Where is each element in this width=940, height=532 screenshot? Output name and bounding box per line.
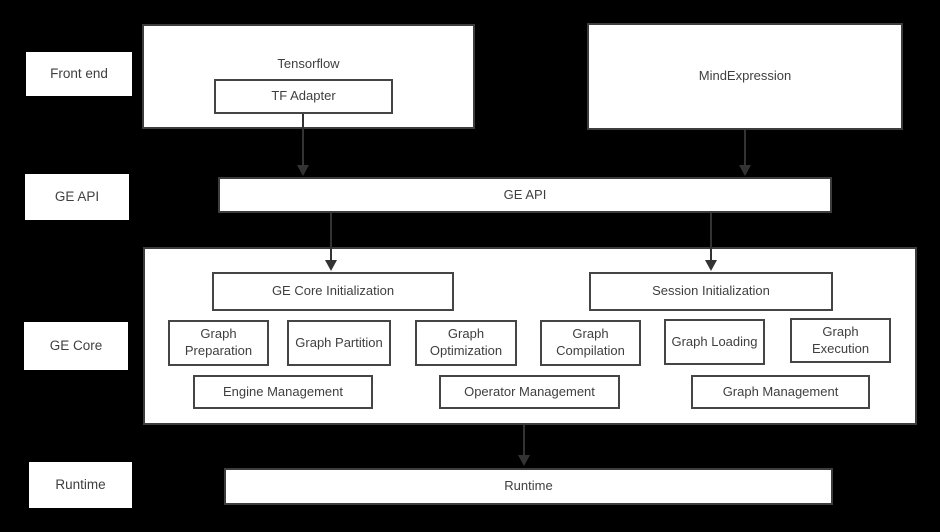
ge-core-initialization-label: GE Core Initialization <box>271 283 395 299</box>
arrow-line <box>302 114 304 165</box>
ge-core-box: GE Core Initialization Session Initializ… <box>143 247 917 425</box>
engine-management-label: Engine Management <box>223 383 343 399</box>
graph-loading-box: Graph Loading <box>664 319 765 365</box>
operator-management-box: Operator Management <box>439 375 620 409</box>
graph-execution-label: Graph Execution <box>811 323 870 356</box>
mindexpression-label: MindExpression <box>698 68 792 84</box>
side-label-ge-api-text: GE API <box>54 189 100 205</box>
arrow-head <box>325 260 337 271</box>
session-initialization-box: Session Initialization <box>589 272 833 311</box>
arrow-line <box>523 425 525 455</box>
graph-partition-label: Graph Partition <box>295 334 383 350</box>
arrow-head <box>705 260 717 271</box>
ge-api-bar: GE API <box>218 177 832 213</box>
ge-api-bar-label: GE API <box>503 186 547 202</box>
tensorflow-box: Tensorflow TF Adapter <box>142 24 475 129</box>
graph-management-box: Graph Management <box>691 375 870 409</box>
side-label-front-end-text: Front end <box>50 66 108 82</box>
tf-adapter-box: TF Adapter <box>214 79 393 114</box>
runtime-bar-label: Runtime <box>504 478 553 494</box>
side-label-front-end: Front end <box>26 52 132 96</box>
side-label-runtime: Runtime <box>29 462 132 508</box>
graph-management-label: Graph Management <box>722 383 839 399</box>
ge-core-initialization-box: GE Core Initialization <box>212 272 454 311</box>
arrow-line <box>710 213 712 260</box>
mindexpression-box: MindExpression <box>587 23 903 130</box>
tensorflow-label: Tensorflow <box>277 56 340 71</box>
graph-compilation-box: Graph Compilation <box>540 320 641 366</box>
graph-partition-box: Graph Partition <box>287 320 391 366</box>
arrow-head <box>739 165 751 176</box>
graph-execution-box: Graph Execution <box>790 318 891 363</box>
arrow-head <box>297 165 309 176</box>
operator-management-label: Operator Management <box>464 383 595 399</box>
side-label-runtime-text: Runtime <box>55 477 106 493</box>
side-label-ge-core: GE Core <box>24 322 128 370</box>
engine-management-box: Engine Management <box>193 375 373 409</box>
graph-preparation-label: Graph Preparation <box>184 326 253 358</box>
graph-optimization-box: Graph Optimization <box>415 320 517 366</box>
tf-adapter-label: TF Adapter <box>271 88 336 104</box>
side-label-ge-api: GE API <box>25 174 129 220</box>
arrow-line <box>744 130 746 165</box>
session-initialization-label: Session Initialization <box>652 283 770 299</box>
side-label-ge-core-text: GE Core <box>49 338 103 354</box>
graph-optimization-label: Graph Optimization <box>429 326 503 358</box>
graph-loading-label: Graph Loading <box>671 333 758 349</box>
arrow-head <box>518 455 530 466</box>
arrow-line <box>330 213 332 260</box>
runtime-bar: Runtime <box>224 468 833 505</box>
graph-preparation-box: Graph Preparation <box>168 320 269 366</box>
graph-compilation-label: Graph Compilation <box>556 326 625 358</box>
